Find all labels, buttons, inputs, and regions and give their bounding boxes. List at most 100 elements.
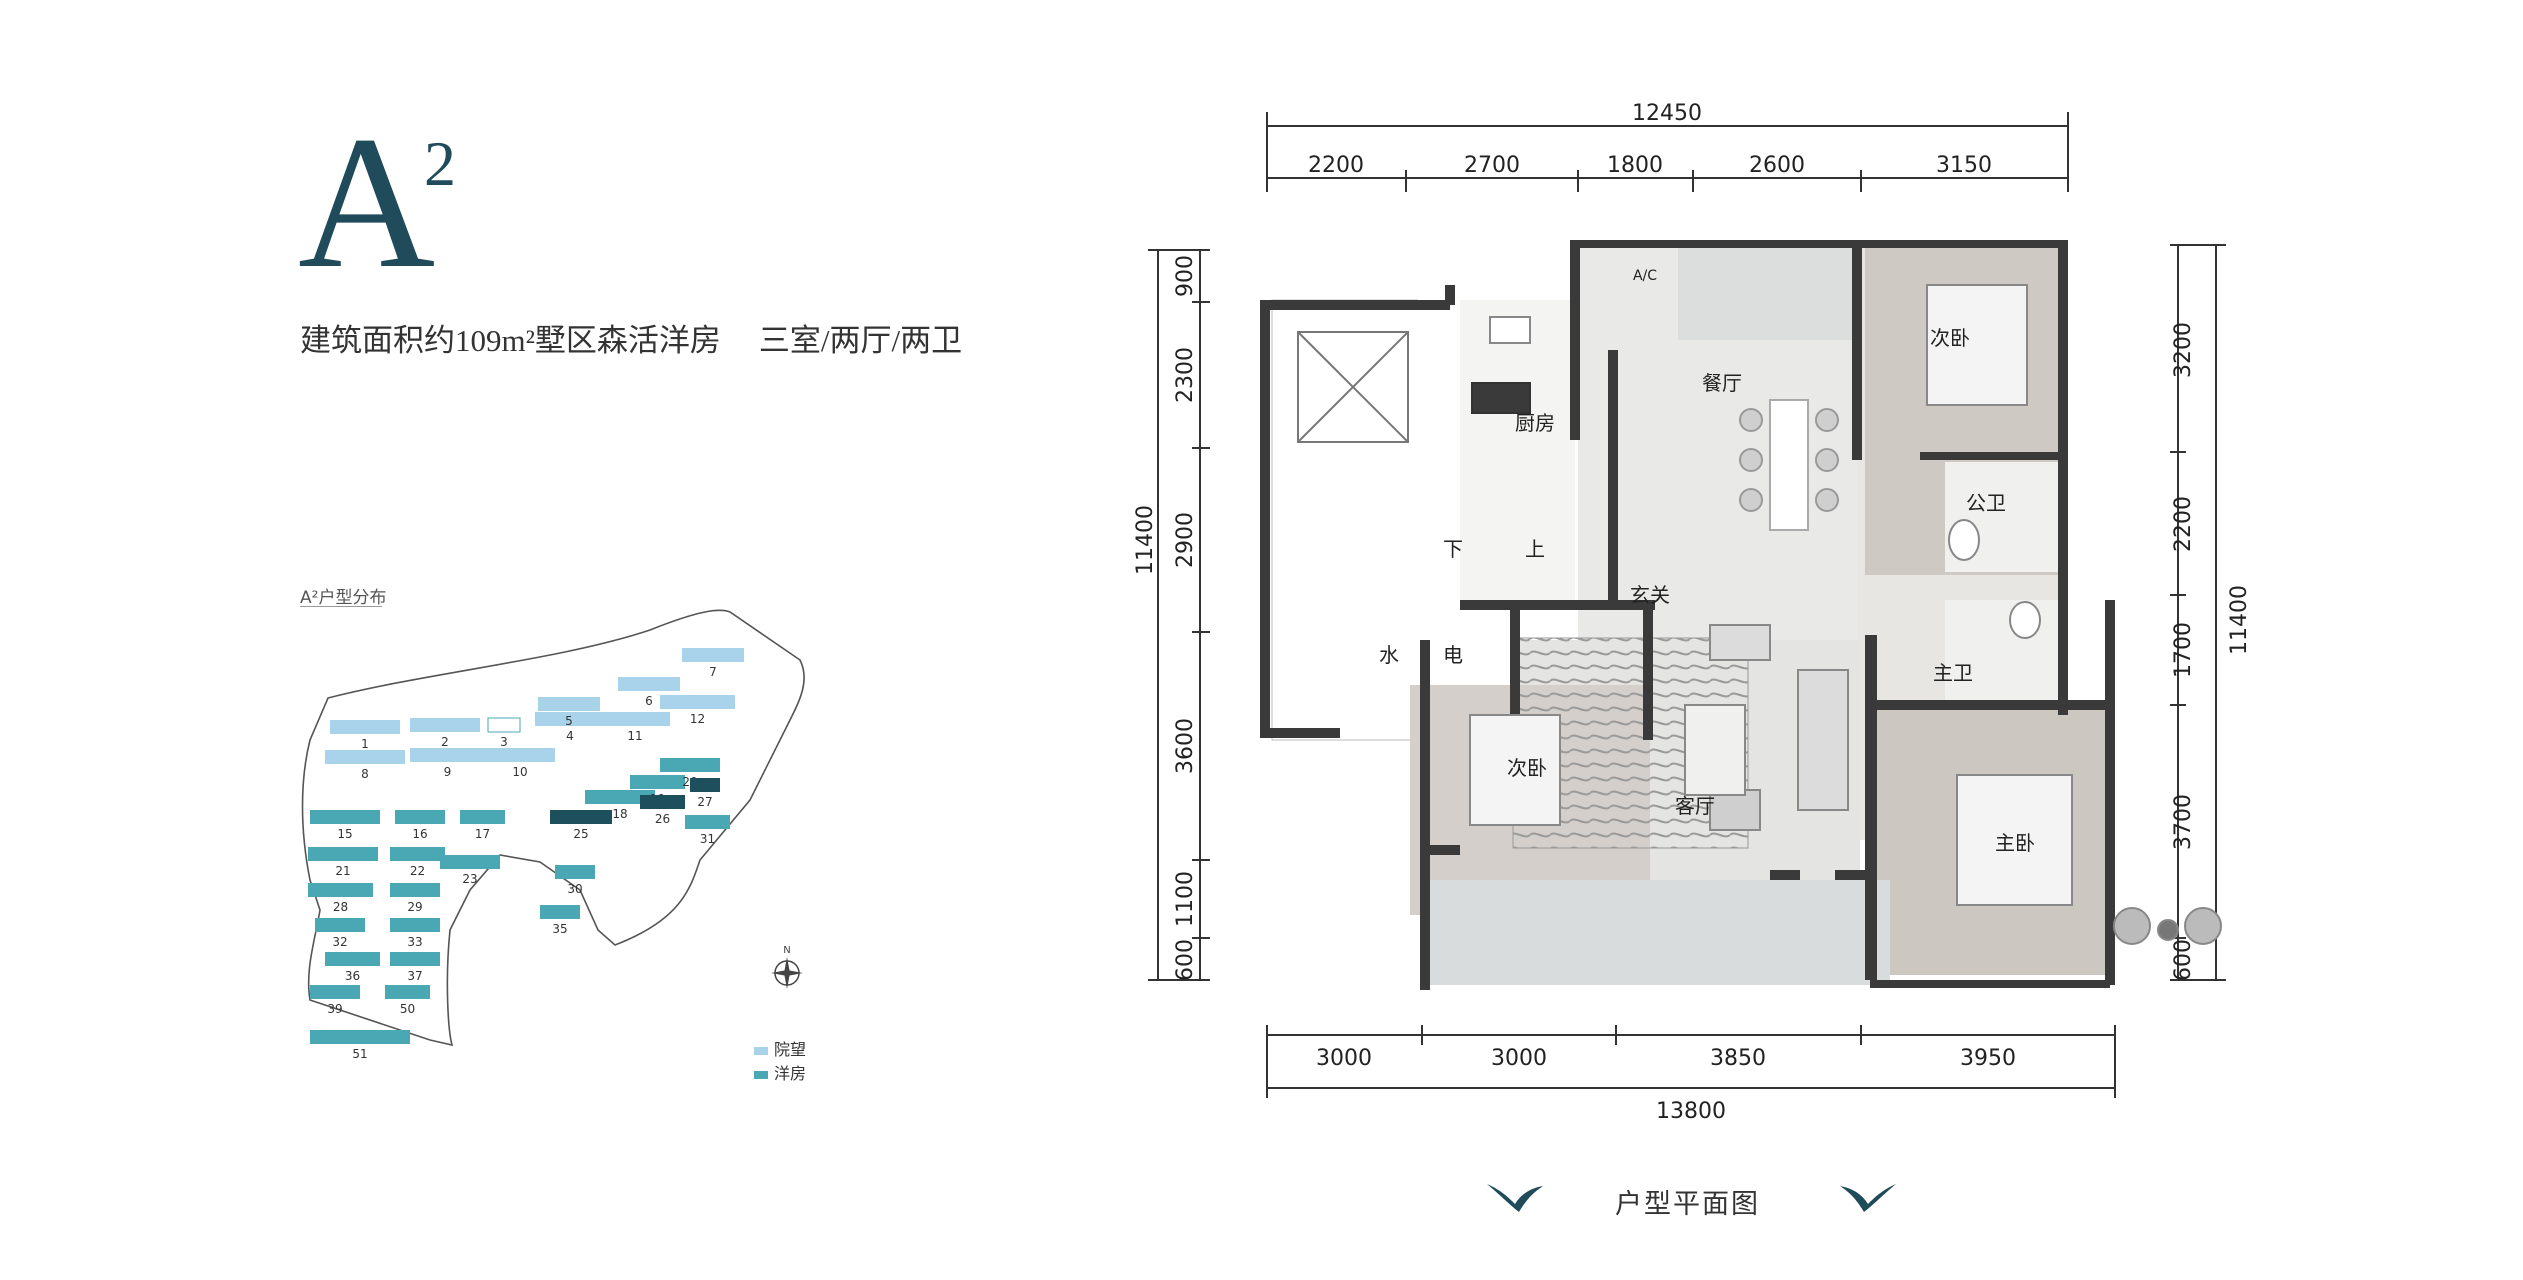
legend-label-courtyard: 院望	[774, 1040, 807, 1059]
building-1	[330, 720, 400, 734]
room-foyer: 玄关	[1630, 583, 1670, 607]
electric-shaft: 电	[1443, 643, 1463, 667]
building-label-22: 22	[410, 864, 425, 878]
building-label-5: 5	[565, 714, 573, 728]
layout-label: 三室/两厅/两卫	[758, 323, 963, 358]
building-label-9: 9	[444, 765, 452, 779]
dim-left-2: 2300	[1173, 347, 1198, 403]
building-label-29: 29	[407, 900, 422, 914]
legend-item-house: 洋房	[754, 1060, 806, 1084]
building-12	[660, 695, 735, 709]
building-18	[585, 790, 655, 804]
bed-bedroom2-top	[1926, 284, 2028, 406]
building-33	[390, 918, 440, 932]
room-bedroom2-top: 次卧	[1930, 326, 1970, 350]
legend-swatch-courtyard	[754, 1046, 768, 1055]
dim-bottom-4: 3950	[1960, 1046, 2016, 1071]
dining-table	[1769, 399, 1809, 531]
building-32	[315, 918, 365, 932]
building-50	[385, 985, 430, 999]
building-7	[682, 648, 744, 662]
site-map-title-underline	[300, 606, 382, 607]
building-17	[460, 810, 505, 824]
dim-left-total: 11400	[1133, 505, 1158, 575]
building-label-7: 7	[709, 665, 717, 679]
dim-right-5: 600	[2171, 939, 2196, 981]
legend-item-courtyard: 院望	[754, 1036, 806, 1060]
building-label-39: 39	[327, 1002, 342, 1016]
building-label-50: 50	[400, 1002, 415, 1016]
dim-top-4: 2600	[1749, 153, 1805, 178]
unit-superscript: 2	[424, 128, 456, 199]
building-label-16: 16	[412, 827, 427, 841]
room-labels: 餐厅 厨房 次卧 公卫 玄关 主卫 次卧 客厅 主卧 下 上 水 电 A/C	[1379, 268, 2035, 855]
dim-top-1: 2200	[1308, 153, 1364, 178]
building-label-36: 36	[345, 969, 360, 983]
building-3	[487, 717, 521, 733]
ottoman	[1709, 624, 1771, 661]
legend-swatch-house	[754, 1070, 768, 1079]
room-master-bath: 主卫	[1933, 661, 1973, 685]
building-9	[410, 748, 485, 762]
building-label-11: 11	[627, 729, 642, 743]
site-map-title: A²户型分布	[300, 588, 387, 608]
building-label-17: 17	[475, 827, 490, 841]
dimension-lines	[1148, 112, 2226, 1098]
building-51	[310, 1030, 410, 1044]
building-26	[640, 795, 685, 809]
building-27	[690, 778, 720, 792]
building-label-32: 32	[332, 935, 347, 949]
building-29	[390, 883, 440, 897]
swallow-icon	[1487, 1184, 1543, 1212]
building-label-3: 3	[500, 735, 508, 749]
dim-top-3: 1800	[1607, 153, 1663, 178]
dim-bottom-total: 13800	[1656, 1099, 1726, 1120]
building-blocks: 1234567891011121516171819202122232526272…	[308, 648, 744, 1061]
building-label-35: 35	[552, 922, 567, 936]
room-living: 客厅	[1675, 794, 1715, 818]
building-label-30: 30	[567, 882, 582, 896]
building-11	[600, 712, 670, 726]
building-35	[540, 905, 580, 919]
dim-left-5: 1100	[1173, 871, 1198, 927]
dim-bottom-3: 3850	[1710, 1046, 1766, 1071]
building-label-26: 26	[655, 812, 670, 826]
building-16	[395, 810, 445, 824]
building-37	[390, 952, 440, 966]
dim-right-4: 3700	[2171, 794, 2196, 850]
floor-plan: 12450 2200 2700 1800 2600 3150 3000 3000…	[1133, 101, 2252, 1120]
dimension-labels: 12450 2200 2700 1800 2600 3150 3000 3000…	[1133, 101, 2252, 1120]
area-label: 建筑面积约109m²墅区森活洋房	[300, 323, 721, 358]
building-label-31: 31	[700, 832, 715, 846]
room-kitchen: 厨房	[1515, 411, 1555, 435]
dim-bottom-2: 3000	[1491, 1046, 1547, 1071]
building-label-23: 23	[462, 872, 477, 886]
site-map: 1234567891011121516171819202122232526272…	[301, 609, 805, 1061]
building-23	[440, 855, 500, 869]
bed-bedroom2-left	[1469, 714, 1561, 826]
water-shaft: 水	[1379, 643, 1399, 667]
armchair	[1709, 789, 1761, 831]
building-21	[308, 847, 378, 861]
building-5	[538, 697, 600, 711]
compass-icon: N	[771, 945, 803, 989]
building-label-28: 28	[333, 900, 348, 914]
room-dining: 餐厅	[1702, 371, 1742, 395]
building-25	[550, 810, 612, 824]
unit-description: 建筑面积约109m²墅区森活洋房 三室/两厅/两卫	[300, 315, 1000, 360]
building-2	[410, 718, 480, 732]
building-31	[685, 815, 730, 829]
toilet-public	[1948, 519, 1980, 561]
building-label-8: 8	[361, 767, 369, 781]
building-label-18: 18	[612, 807, 627, 821]
bed-master	[1956, 774, 2073, 906]
room-public-bath: 公卫	[1966, 491, 2006, 515]
building-label-10: 10	[512, 765, 527, 779]
building-28	[308, 883, 373, 897]
dim-bottom-1: 3000	[1316, 1046, 1372, 1071]
building-36	[325, 952, 380, 966]
building-label-21: 21	[335, 864, 350, 878]
building-label-1: 1	[361, 737, 369, 751]
building-label-33: 33	[407, 935, 422, 949]
furniture	[1297, 284, 2222, 945]
